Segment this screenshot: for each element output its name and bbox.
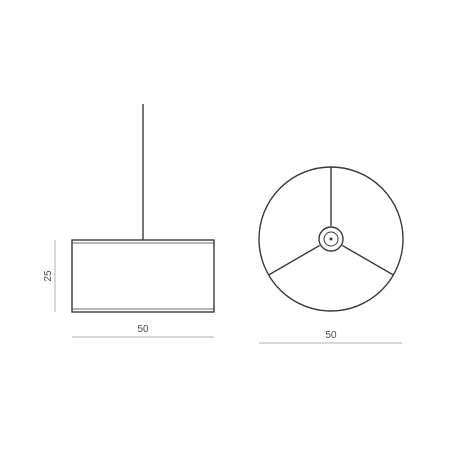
bottom-view: 50 bbox=[258, 166, 404, 344]
support-arm-left bbox=[268, 244, 320, 276]
height-dimension-label: 25 bbox=[43, 270, 54, 282]
lampshade-side bbox=[71, 239, 215, 313]
side-view: 25 50 bbox=[43, 104, 215, 338]
diameter-dimension-label: 50 bbox=[325, 330, 337, 341]
support-arm-right bbox=[342, 244, 394, 276]
socket-center bbox=[329, 237, 333, 241]
width-dimension-label: 50 bbox=[137, 324, 149, 335]
